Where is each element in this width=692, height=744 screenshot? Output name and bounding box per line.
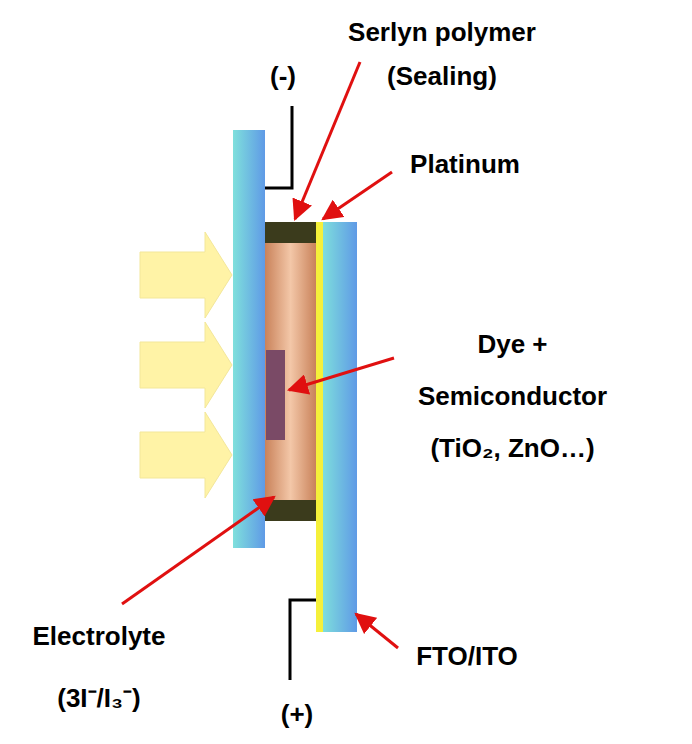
part-label: Dye + Semiconductor (TiO₂, ZnO…) xyxy=(400,318,625,474)
terminal-label: (+) xyxy=(272,694,322,734)
part-label: Platinum xyxy=(395,144,535,184)
terminal-label: (-) xyxy=(258,56,308,96)
light-arrows xyxy=(140,232,232,498)
part-label: FTO/ITO xyxy=(402,636,532,676)
front-glass xyxy=(233,130,265,548)
platinum-layer xyxy=(316,222,323,632)
back-glass xyxy=(322,222,357,632)
leader-lines xyxy=(122,62,398,648)
part-label: Electrolyte (3I⁻/I₃⁻) xyxy=(4,605,194,730)
seal xyxy=(265,222,316,243)
negative-wire xyxy=(265,106,292,188)
dye-layer xyxy=(266,350,285,440)
electrolyte xyxy=(265,243,316,500)
part-label: Serlyn polymer (Sealing) xyxy=(322,10,562,98)
seal xyxy=(265,500,316,521)
